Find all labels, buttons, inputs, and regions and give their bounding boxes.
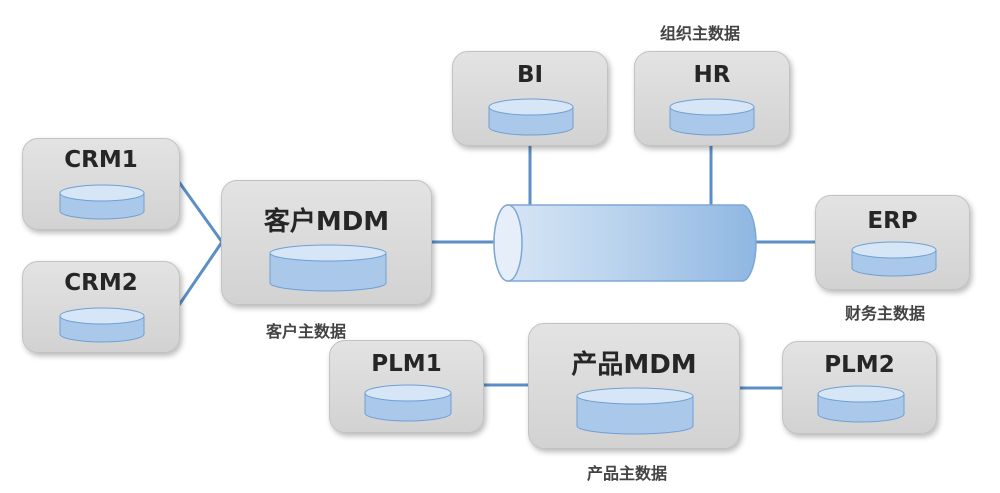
bi-node: BI	[452, 51, 608, 146]
database-icon	[669, 98, 755, 136]
database-icon	[851, 241, 937, 277]
customer-mdm-label: 客户MDM	[263, 207, 390, 237]
database-icon	[269, 244, 387, 292]
finance-master-caption: 财务主数据	[845, 304, 926, 323]
database-icon	[59, 307, 145, 343]
plm2-label: PLM2	[824, 352, 895, 378]
hr-node: HR	[634, 51, 790, 146]
database-icon	[817, 385, 905, 423]
plm1-label: PLM1	[371, 351, 442, 377]
customer-mdm-node: 客户MDM	[221, 180, 432, 305]
hr-label: HR	[693, 62, 731, 88]
crm1-label: CRM1	[64, 147, 138, 173]
product-mdm-node: 产品MDM	[528, 323, 740, 449]
crm2-label: CRM2	[64, 270, 138, 296]
database-icon	[576, 387, 694, 435]
org-master-caption: 组织主数据	[660, 24, 741, 43]
product-mdm-label: 产品MDM	[571, 350, 697, 380]
crm2-node: CRM2	[22, 261, 180, 353]
plm2-node: PLM2	[782, 341, 937, 434]
crm1-node: CRM1	[22, 138, 180, 230]
database-icon	[364, 384, 452, 422]
erp-label: ERP	[867, 208, 918, 234]
database-icon	[59, 184, 145, 220]
product-master-caption: 产品主数据	[587, 464, 668, 483]
erp-node: ERP	[815, 195, 970, 290]
database-icon	[488, 98, 574, 136]
customer-master-caption: 客户主数据	[266, 322, 347, 341]
integration-bus-icon	[493, 204, 757, 282]
plm1-node: PLM1	[329, 340, 484, 433]
line-crm2-junction	[177, 241, 224, 306]
bi-label: BI	[516, 62, 544, 88]
line-crm1-junction	[177, 181, 224, 243]
